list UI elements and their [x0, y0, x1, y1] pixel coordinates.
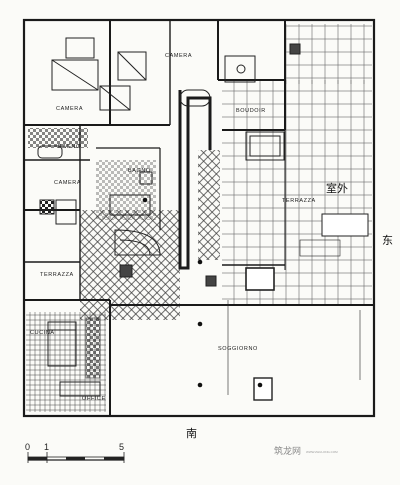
label-office: OFFICE: [82, 396, 106, 402]
annotation-south: 南: [186, 427, 197, 440]
annotation-east: 东: [382, 234, 393, 247]
label-soggiorno: SOGGIORNO: [218, 346, 258, 352]
walls: [22, 18, 376, 418]
bath-floor-mid: [96, 160, 156, 220]
label-camera-top: CAMERA: [165, 53, 192, 59]
label-bagno-top: BAGNO: [58, 144, 81, 150]
scale-label-5: 5: [119, 442, 124, 452]
scale-bar: [27, 452, 125, 463]
columns: [142, 197, 263, 388]
label-cucina: CUCINA: [30, 330, 55, 336]
label-camera-mid: CAMERA: [54, 180, 81, 186]
label-boudoir: BOUDOIR: [236, 108, 266, 114]
label-terrazza-left: TERRAZZA: [40, 272, 74, 278]
stair-hatch: [198, 150, 220, 260]
scale-label-0: 0: [25, 442, 30, 452]
label-terrazza-right: TERRAZZA: [282, 198, 316, 204]
label-bagno-mid: BAGNO: [128, 168, 151, 174]
annotation-outside: 室外: [326, 181, 348, 195]
label-camera-left: CAMERA: [56, 106, 83, 112]
scale-label-1: 1: [44, 442, 49, 452]
watermark-url: WWW.ZHULONG.COM: [306, 450, 338, 454]
bath-floor-top: [28, 128, 88, 148]
watermark-logo: 筑龙网: [274, 445, 301, 457]
fixtures: [37, 37, 369, 401]
